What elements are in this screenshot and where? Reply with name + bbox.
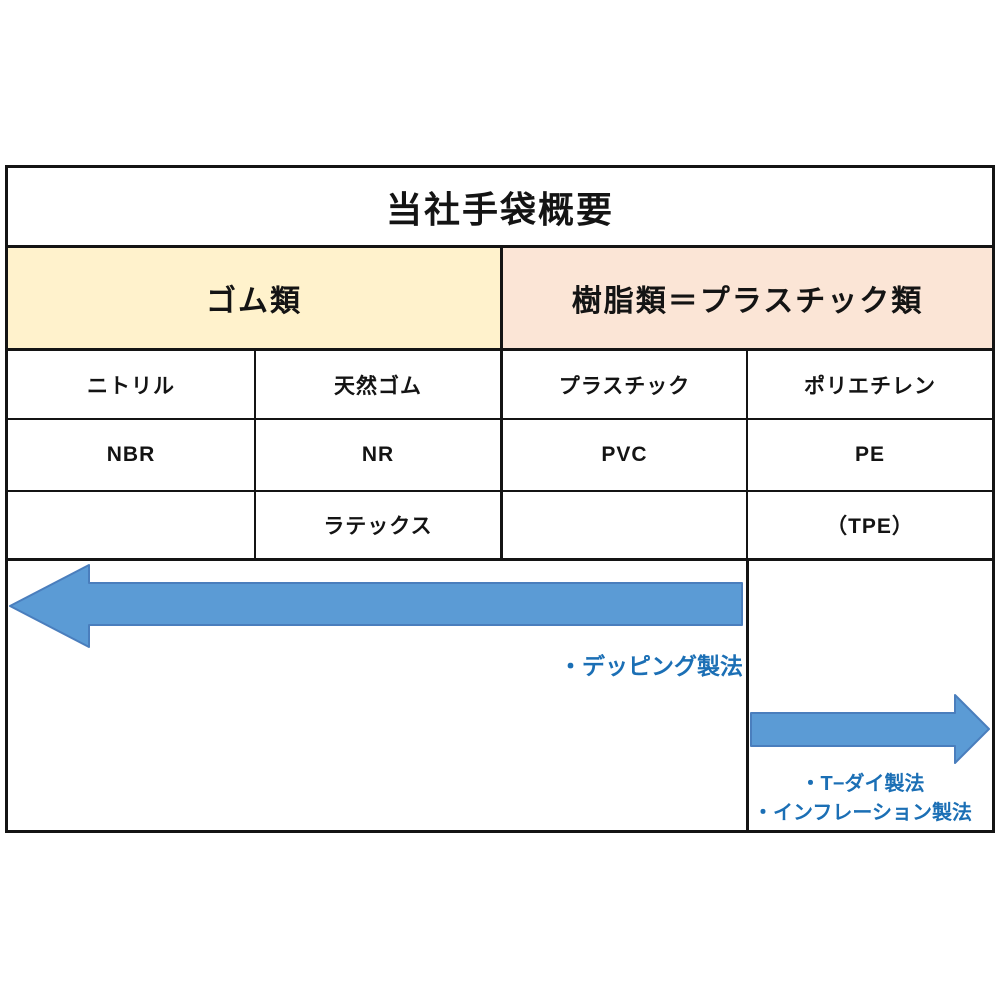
cell-latex: ラテックス bbox=[254, 492, 500, 558]
cell-natural-rubber: 天然ゴム bbox=[254, 351, 500, 418]
inflation-method-label: ・インフレーション製法 bbox=[753, 802, 972, 824]
right-arrow-icon bbox=[750, 694, 990, 764]
cell-nr: NR bbox=[254, 420, 500, 490]
category-header-row: ゴム類 樹脂類＝プラスチック類 bbox=[8, 245, 992, 348]
dipping-method-label: ・デッピング製法 bbox=[559, 653, 743, 679]
category-plastic-label: 樹脂類＝プラスチック類 bbox=[571, 285, 924, 318]
category-plastic-cell: 樹脂類＝プラスチック類 bbox=[500, 248, 992, 348]
cell-nbr: NBR bbox=[106, 443, 156, 466]
cell-pvc: PVC bbox=[500, 420, 746, 490]
cell-nitrile: ニトリル bbox=[87, 374, 175, 398]
t-die-method-label: ・T−ダイ製法 bbox=[800, 773, 925, 795]
cell-empty-1 bbox=[8, 492, 254, 558]
category-rubber-cell: ゴム類 bbox=[8, 248, 500, 348]
material-extra-row: ラテックス （TPE） bbox=[8, 490, 992, 558]
title-row: 当社手袋概要 bbox=[8, 168, 992, 245]
cell-pe: PE bbox=[746, 420, 992, 490]
category-rubber-label: ゴム類 bbox=[206, 285, 302, 318]
production-method-row: ・デッピング製法 ・T−ダイ製法 ・インフレーション製法 bbox=[8, 558, 992, 830]
cell-plastic: プラスチック bbox=[500, 351, 746, 418]
cell-empty-2 bbox=[500, 492, 746, 558]
cell-tpe: （TPE） bbox=[746, 492, 992, 558]
extrusion-method-labels: ・T−ダイ製法 ・インフレーション製法 bbox=[753, 770, 972, 828]
material-name-row: ニトリル 天然ゴム プラスチック ポリエチレン bbox=[8, 348, 992, 418]
left-arrow-icon bbox=[9, 564, 743, 648]
page-title: 当社手袋概要 bbox=[385, 188, 614, 230]
material-code-row: NBR NR PVC PE bbox=[8, 418, 992, 490]
extrusion-method-area: ・T−ダイ製法 ・インフレーション製法 bbox=[746, 561, 992, 830]
glove-overview-table: 当社手袋概要 ゴム類 樹脂類＝プラスチック類 ニトリル 天然ゴム プラスチック … bbox=[5, 165, 995, 833]
dipping-method-area: ・デッピング製法 bbox=[8, 561, 746, 830]
cell-polyethylene: ポリエチレン bbox=[746, 351, 992, 418]
